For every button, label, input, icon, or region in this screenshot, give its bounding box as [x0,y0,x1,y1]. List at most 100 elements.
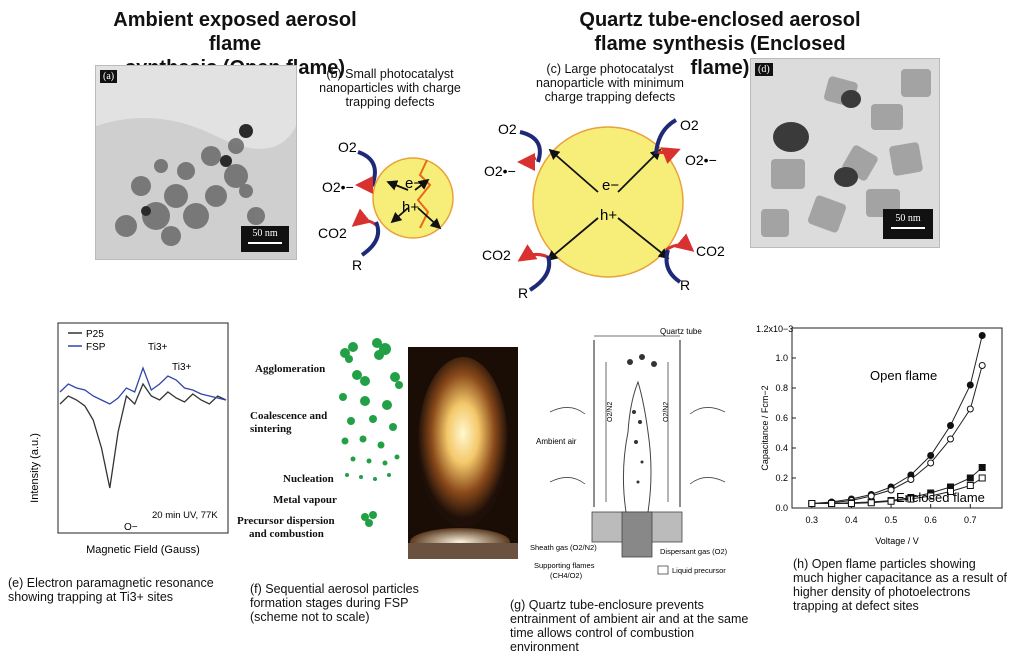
electron-arrow [386,180,409,191]
epr-line-p25 [59,382,227,489]
co2-arrow-right [665,233,695,252]
label-sheath-gas: Sheath gas (O2/N2) [530,543,597,552]
panel-h-caption: (h) Open flame particles showing much hi… [793,557,1023,613]
data-point [907,476,915,483]
small-particle-diagram: O2 O2•− e− h+ CO2 R [318,139,454,273]
label-co2: CO2 [318,225,347,241]
legend-fsp: FSP [86,342,106,353]
panel-f-caption: (f) Sequential aerosol particles formati… [250,582,450,624]
panel-f-caption-line3: (scheme not to scale) [250,610,370,624]
o2-radical-arrow [355,175,374,194]
small-particle [372,157,454,239]
title-enclosed-line2: flame synthesis (Enclosed flame) [594,33,846,79]
data-point [946,488,954,495]
x-tick-0.6: 0.6 [924,515,937,525]
o2-arc-left [519,130,542,163]
data-point [927,459,935,467]
stage-coalescence-line1: Coalescence and [250,410,328,422]
label-o2-radical-left: O2•− [484,163,516,179]
scale-bar [248,242,282,244]
label-hole: h+ [402,199,419,216]
label-enclosed-flame: Enclosed flame [896,490,985,505]
label-supporting-flames: Supporting flames [534,561,595,570]
epr-spectrum: Intensity (a.u.) P25 FSP Ti3+ Ti3+ O− 20… [29,322,229,556]
panel-g-caption-line3: time allows control of combustion [510,626,695,640]
o2-reduction-arc [357,150,377,187]
panel-a-tag: (a) [100,70,118,83]
data-point [927,452,935,459]
arrow-se [617,217,670,260]
x-tick-0.5: 0.5 [885,515,898,525]
stage-coalescence-line2: sintering [250,423,292,435]
large-particle-diagram: O2 O2•− O2 O2•− e− h+ CO2 R CO2 R [482,117,725,301]
hole-arrow [390,207,409,224]
flame-photo [408,347,518,559]
label-o2n2-right: O2/N2 [663,402,670,422]
panel-f-caption-line2: formation stages during FSP [250,596,409,610]
label-liquid-precursor: Liquid precursor [672,566,726,575]
co2-arrow [351,208,377,227]
y-tick-0.0: 0.0 [775,503,788,513]
flame-outline [622,380,652,513]
label-dispersant-gas: Dispersant gas (O2) [660,547,728,556]
data-point [966,405,974,413]
label-o2-radical: O2•− [322,179,354,195]
label-electron: e− [405,175,422,192]
aerosol-particle-scheme [339,338,403,527]
panel-d-scale: 50 nm [883,209,933,239]
data-point [978,362,986,369]
co2-arrow-left [517,244,551,262]
panel-a-scale: 50 nm [241,226,289,252]
defect-arrow-1 [414,178,430,191]
data-point [966,474,974,482]
panel-h-caption-line2: much higher capacitance as a result of [793,571,1008,585]
data-point [887,497,895,505]
y-tick-0.6: 0.6 [775,413,788,423]
panel-a-scale-label: 50 nm [252,228,278,239]
r-arc-left [528,255,552,292]
label-co2-right: CO2 [696,243,725,259]
stage-coalescence: Coalescence and sintering [250,410,327,436]
data-point [946,422,954,429]
label-r-left: R [518,285,528,301]
panel-c-caption-line1: (c) Large photocatalyst [546,62,674,76]
panel-g-caption-line2: entrainment of ambient air and at the sa… [510,612,749,626]
label-co2-left: CO2 [482,247,511,263]
title-enclosed-line1: Quartz tube-enclosed aerosol [579,9,861,31]
arrow-nw [548,148,599,193]
data-point [978,464,986,471]
series-line-1 [811,365,983,504]
panel-b-caption-line1: (b) Small photocatalyst [326,67,454,81]
y-tick-0.2: 0.2 [775,473,788,483]
label-hole: h+ [600,207,617,224]
data-point [847,500,855,507]
y-tick-0.4: 0.4 [775,443,788,453]
flame-photo-graphic [408,347,518,559]
o2-radical-right [657,147,681,164]
data-point [907,495,915,503]
title-enclosed-flame: Quartz tube-enclosed aerosol flame synth… [565,8,875,80]
o2-arc-right [654,118,678,155]
y-tick-labels: 1.00.80.60.40.20.0 [775,353,796,513]
x-tick-0.7: 0.7 [964,515,977,525]
capacitance-xlabel: Voltage / V [875,536,919,546]
capacitance-series-group [808,332,986,507]
label-open-flame: Open flame [870,368,937,383]
tem-image-open: (a) 50 nm [95,65,297,260]
data-point [978,474,986,482]
panel-h-caption-line3: higher density of photoelectrons [793,585,971,599]
stage-metal-vapour: Metal vapour [273,494,337,506]
o-minus-label: O− [124,522,138,533]
panel-f-caption-line1: (f) Sequential aerosol particles [250,582,419,596]
epr-series-group [59,366,227,489]
defect-arrow-2 [417,207,442,230]
data-point [966,482,974,489]
panel-h-caption-line1: (h) Open flame particles showing [793,557,976,571]
o2-radical-left [517,152,537,171]
panel-d-scale-label: 50 nm [895,213,921,224]
arrow-sw [546,217,599,262]
stage-agglomeration: Agglomeration [255,363,326,375]
x-tick-0.4: 0.4 [845,515,858,525]
data-point [808,500,816,507]
